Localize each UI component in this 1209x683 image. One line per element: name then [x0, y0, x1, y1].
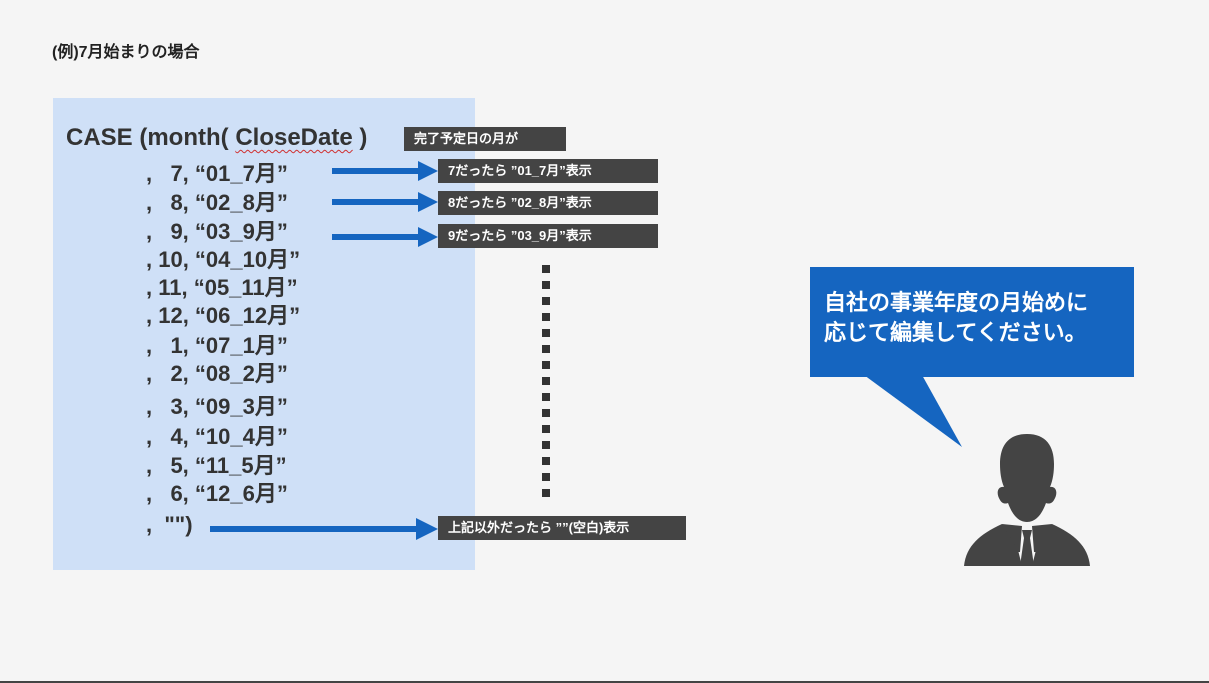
code-head: CASE (month( CloseDate )	[66, 124, 367, 152]
label-else: 上記以外だったら ””(空白)表示	[438, 516, 686, 540]
arrow-right-icon	[332, 192, 438, 212]
arrow-right-icon	[332, 161, 438, 181]
code-panel	[53, 98, 475, 570]
code-line-11: , 11, “05_11月”	[146, 275, 298, 300]
code-line-12: , 12, “06_12月”	[146, 303, 301, 328]
callout-line-2: 応じて編集してください。	[824, 320, 1087, 345]
vertical-dots-icon	[542, 265, 550, 497]
code-head-field: CloseDate	[235, 124, 353, 151]
code-line-6: , 6, “12_6月”	[146, 481, 288, 506]
callout-text: 自社の事業年度の月始めに 応じて編集してください。	[824, 288, 1124, 348]
code-line-3: , 3, “09_3月”	[146, 394, 288, 419]
code-line-4: , 4, “10_4月”	[146, 424, 288, 449]
label-if-9: 9だったら ”03_9月”表示	[438, 224, 658, 248]
speech-bubble	[810, 267, 1134, 447]
code-line-1: , 1, “07_1月”	[146, 333, 288, 358]
code-line-10: , 10, “04_10月”	[146, 247, 301, 272]
code-line-else: , "")	[146, 512, 193, 537]
slide-title: (例)7月始まりの場合	[52, 44, 200, 61]
callout-line-1: 自社の事業年度の月始めに	[824, 290, 1089, 315]
code-line-2: , 2, “08_2月”	[146, 361, 288, 386]
code-line-8: , 8, “02_8月”	[146, 190, 288, 215]
code-line-9: , 9, “03_9月”	[146, 219, 288, 244]
code-head-prefix: CASE (month(	[66, 124, 236, 151]
arrow-right-icon	[332, 227, 438, 247]
code-head-suffix: )	[352, 124, 368, 151]
person-icon	[964, 434, 1090, 566]
label-close-month: 完了予定日の月が	[404, 127, 566, 151]
label-if-8: 8だったら ”02_8月”表示	[438, 191, 658, 215]
code-line-5: , 5, “11_5月”	[146, 453, 287, 478]
code-line-7: , 7, “01_7月”	[146, 161, 288, 186]
arrow-right-icon	[210, 518, 438, 540]
bottom-rule	[0, 681, 1209, 683]
label-if-7: 7だったら ”01_7月”表示	[438, 159, 658, 183]
